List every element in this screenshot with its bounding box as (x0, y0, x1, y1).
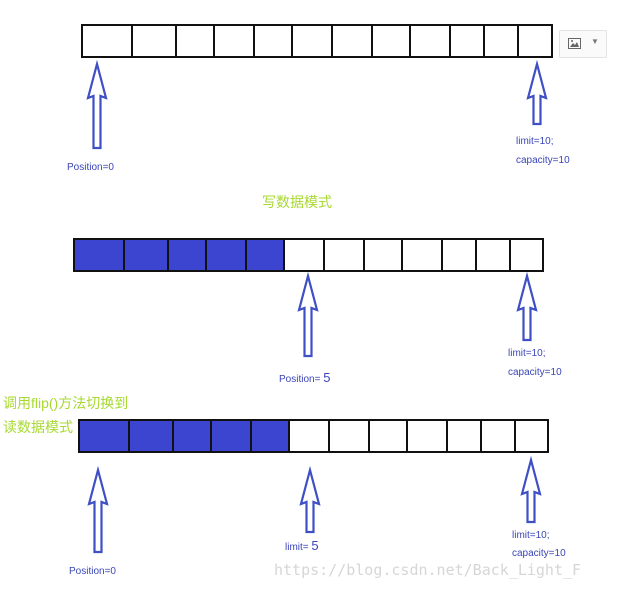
chevron-down-icon: ▼ (591, 37, 599, 46)
buffer-cell-empty (446, 419, 482, 453)
buffer-cell-empty (81, 24, 133, 58)
row3-capacity-label: capacity=10 (512, 548, 566, 559)
buffer-cell-empty (483, 24, 519, 58)
pointer-arrow (299, 465, 321, 534)
row3-position-label: Position=0 (69, 566, 116, 577)
watermark-url: https://blog.csdn.net/Back_Light_F (274, 561, 582, 579)
buffer-cell-empty (514, 419, 549, 453)
pointer-arrows (86, 59, 548, 554)
buffer-cell-empty (409, 24, 451, 58)
buffer-cell-empty (449, 24, 485, 58)
buffer-cell-filled (167, 238, 207, 272)
row3-limit-label: limit=10; (512, 530, 550, 541)
buffer-cell-empty (363, 238, 403, 272)
buffer-row-empty (81, 24, 553, 58)
buffer-cell-empty (213, 24, 255, 58)
buffer-cell-empty (323, 238, 365, 272)
flip-caption-line1: 调用flip()方法切换到 (3, 395, 129, 411)
buffer-cell-empty (517, 24, 553, 58)
row2-position-value: 5 (323, 370, 331, 385)
buffer-cell-empty (480, 419, 516, 453)
buffer-cell-empty (331, 24, 373, 58)
row3-limit-prefix: limit= (285, 542, 312, 553)
buffer-cell-empty (371, 24, 411, 58)
pointer-arrow (87, 465, 109, 554)
buffer-cell-empty (441, 238, 477, 272)
row2-limit-label: limit=10; (508, 348, 546, 359)
buffer-cell-filled (78, 419, 130, 453)
pointer-arrow (86, 59, 108, 150)
row1-position-label: Position=0 (67, 162, 114, 173)
pointer-arrow (516, 271, 538, 342)
flip-caption-line2: 读数据模式 (3, 419, 73, 435)
buffer-cell-filled (123, 238, 169, 272)
buffer-cell-empty (401, 238, 443, 272)
row1-limit-label: limit=10; (516, 136, 554, 147)
buffer-cell-filled (172, 419, 212, 453)
buffer-cell-empty (131, 24, 177, 58)
pointer-arrow (520, 455, 542, 524)
buffer-cell-empty (253, 24, 293, 58)
buffer-cell-filled (73, 238, 125, 272)
image-toolbar-button[interactable]: ▼ (559, 30, 607, 58)
row2-position-label: Position= 5 (279, 370, 331, 386)
buffer-cell-empty (368, 419, 408, 453)
buffer-cell-empty (509, 238, 544, 272)
buffer-cell-empty (288, 419, 330, 453)
row3-limit-value: 5 (311, 538, 319, 553)
row3-limit-pointer-label: limit= 5 (285, 538, 319, 554)
row2-position-prefix: Position= (279, 374, 324, 385)
buffer-cell-empty (283, 238, 325, 272)
buffer-cell-empty (291, 24, 333, 58)
image-icon (568, 38, 581, 49)
row2-capacity-label: capacity=10 (508, 367, 562, 378)
row1-capacity-label: capacity=10 (516, 155, 570, 166)
write-mode-caption: 写数据模式 (262, 194, 332, 210)
buffer-cell-empty (175, 24, 215, 58)
buffer-cell-filled (250, 419, 290, 453)
buffer-cell-empty (475, 238, 511, 272)
buffer-row-write (73, 238, 544, 272)
buffer-cell-filled (205, 238, 247, 272)
buffer-cell-empty (328, 419, 370, 453)
buffer-cell-filled (245, 238, 285, 272)
buffer-cell-empty (406, 419, 448, 453)
pointer-arrow (526, 59, 548, 126)
buffer-row-read (78, 419, 549, 453)
pointer-arrow (297, 271, 319, 358)
buffer-cell-filled (210, 419, 252, 453)
buffer-cell-filled (128, 419, 174, 453)
